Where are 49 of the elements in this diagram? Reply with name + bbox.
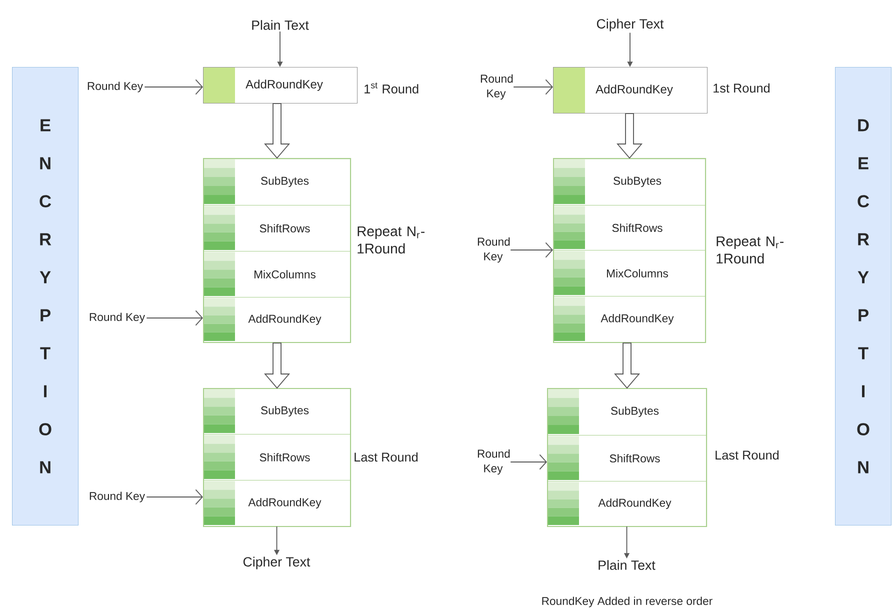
key-label: Round Key [90,312,145,324]
key-label: Round Key [88,82,143,92]
round-block [547,388,708,528]
round-block [203,388,352,528]
step-box: AddRoundKey [553,296,706,343]
key-label: Round Key [480,74,513,100]
arrow [513,79,553,95]
key-label: Round Key [478,449,510,475]
step-box: AddRoundKey [553,67,708,114]
key-label: Round Key [478,237,510,263]
step-box: ShiftRows [203,205,351,252]
side-band: DECRYPTION [835,67,892,526]
arrow [146,310,203,326]
step-box: SubBytes [547,388,707,436]
arrow [144,79,203,95]
io-label: Cipher Text [596,18,664,32]
step-box: ShiftRows [553,205,706,251]
arrow [146,489,203,505]
round-label: Repeat N$_{r}$-1Round [716,236,784,264]
step-box: ShiftRows [547,435,707,482]
round-label: Last Round [354,452,418,462]
step-box: SubBytes [553,158,706,206]
note-text: RoundKey Added in reverse order [542,596,712,608]
step-box: AddRoundKey [203,67,358,104]
round-label: 1st Round [714,83,770,93]
key-label: Round Key [90,492,145,502]
block-arrow [614,342,640,389]
arrow [510,454,547,470]
block-arrow [264,342,290,389]
io-label: Plain Text [252,20,309,30]
step-box: SubBytes [203,388,351,435]
round-label: Repeat N$_{r}$-1Round [358,226,424,254]
step-box: AddRoundKey [547,481,707,527]
round-block [553,158,706,344]
step-box: MixColumns [203,251,351,298]
arrow [510,242,553,258]
side-band: ENCRYPTION [12,67,79,526]
step-box: AddRoundKey [203,297,351,343]
block-arrow [264,103,290,159]
step-box: SubBytes [203,158,351,206]
round-label: 1$^{st}$ Round [364,82,418,94]
step-box: AddRoundKey [203,480,351,527]
block-arrow [616,113,643,159]
round-block [203,158,352,344]
io-label: Plain Text [598,560,656,570]
io-label: Cipher Text [243,556,310,570]
step-box: ShiftRows [203,434,351,481]
round-label: Last Round [716,450,779,460]
step-box: MixColumns [553,250,706,297]
